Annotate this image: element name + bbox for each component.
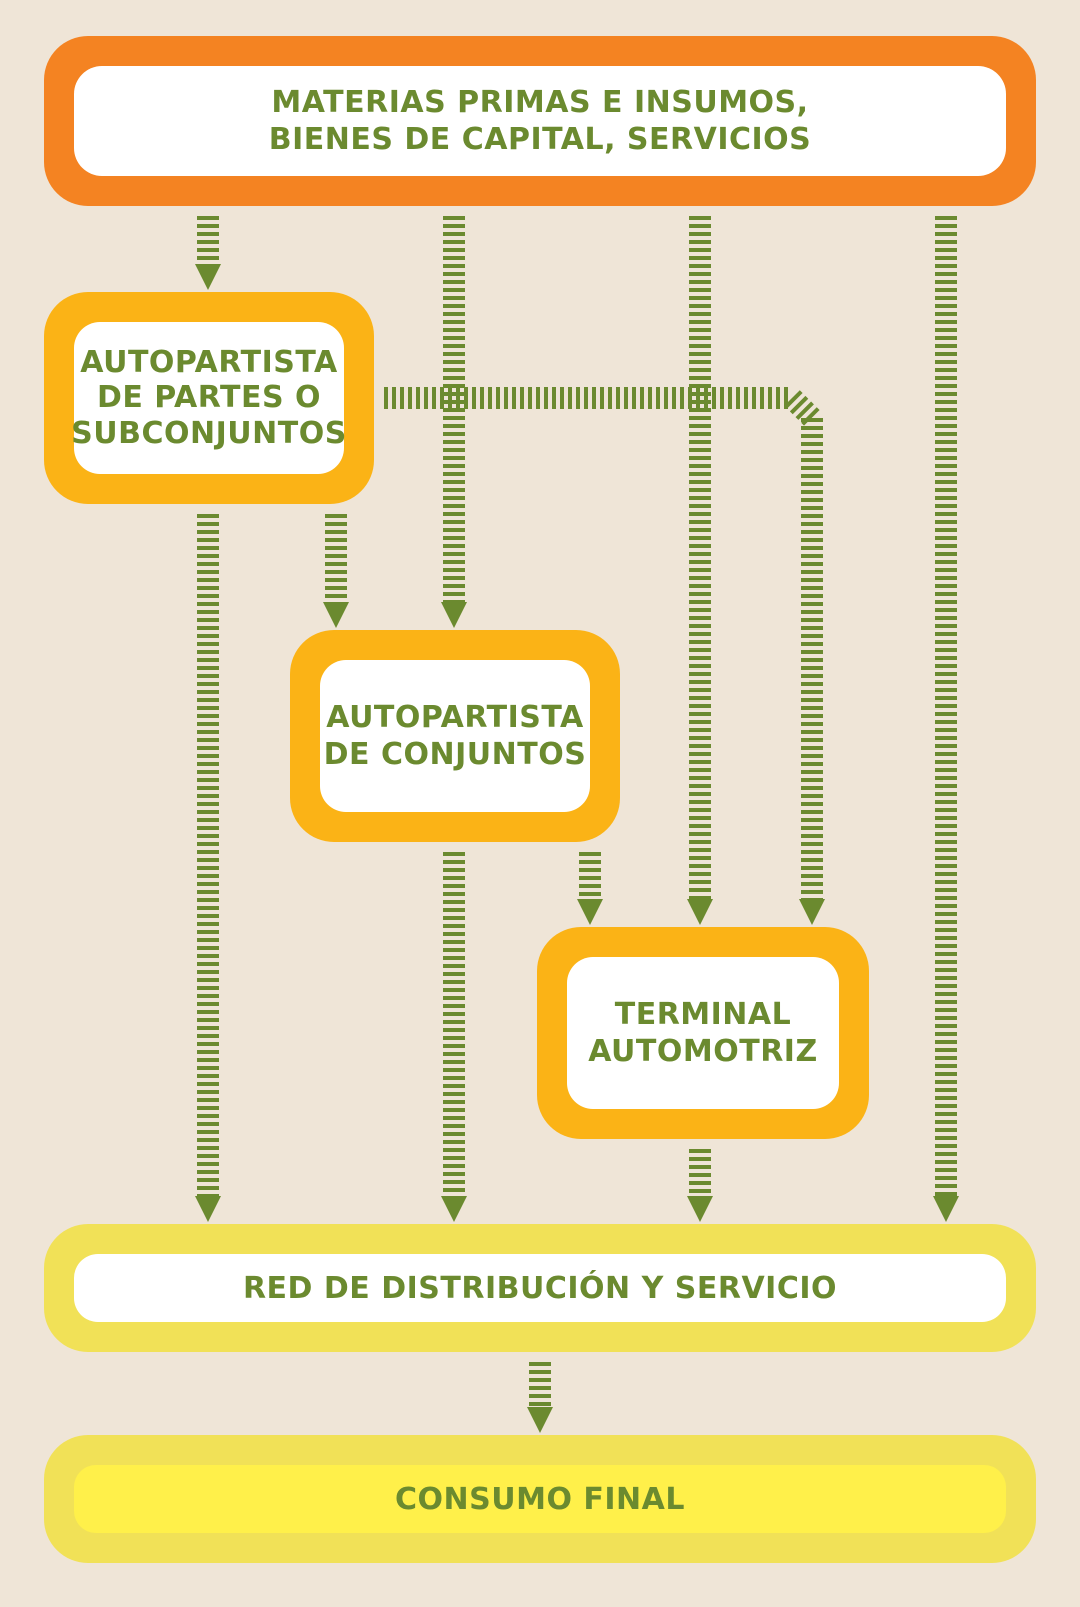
- node-autopartista-subconjuntos-line-3: SUBCONJUNTOS: [71, 415, 347, 451]
- node-materias-primas-line-2: BIENES DE CAPITAL, SERVICIOS: [268, 122, 812, 157]
- arrow-conjuntos-to-terminal: [577, 852, 603, 925]
- arrowhead-icon: [323, 602, 349, 628]
- arrowhead-icon: [195, 264, 221, 290]
- arrowhead-icon: [195, 1196, 221, 1222]
- arrowhead-icon: [527, 1407, 553, 1433]
- node-materias-primas-label: MATERIAS PRIMAS E INSUMOS, BIENES DE CAP…: [74, 66, 1006, 176]
- connector-subconjuntos-branch: [384, 387, 820, 426]
- node-materias-primas-line-1: MATERIAS PRIMAS E INSUMOS,: [271, 84, 809, 120]
- node-autopartista-subconjuntos-line-1: AUTOPARTISTA: [80, 345, 338, 381]
- arrow-subconjuntos-to-terminal: [799, 418, 825, 925]
- node-consumo-final-line-1: CONSUMO FINAL: [395, 1481, 685, 1517]
- node-consumo-final-label: CONSUMO FINAL: [74, 1465, 1006, 1533]
- arrow-conjuntos-to-red: [441, 852, 467, 1222]
- arrowhead-icon: [687, 1196, 713, 1222]
- arrowhead-icon: [441, 602, 467, 628]
- arrow-terminal-to-red: [687, 1149, 713, 1222]
- node-autopartista-conjuntos: AUTOPARTISTA DE CONJUNTOS: [290, 630, 620, 842]
- arrowhead-icon: [799, 899, 825, 925]
- arrow-materias-to-conjuntos: [441, 216, 467, 628]
- node-autopartista-subconjuntos: AUTOPARTISTA DE PARTES O SUBCONJUNTOS: [44, 292, 374, 504]
- arrowhead-icon: [577, 899, 603, 925]
- arrowhead-icon: [441, 1196, 467, 1222]
- node-red-distribucion-label: RED DE DISTRIBUCIÓN Y SERVICIO: [74, 1254, 1006, 1322]
- node-red-distribucion: RED DE DISTRIBUCIÓN Y SERVICIO: [44, 1224, 1036, 1352]
- node-autopartista-conjuntos-label: AUTOPARTISTA DE CONJUNTOS: [320, 660, 590, 812]
- node-autopartista-conjuntos-line-2: DE CONJUNTOS: [323, 737, 587, 772]
- arrow-materias-to-subconjuntos: [195, 216, 221, 290]
- node-terminal-automotriz: TERMINAL AUTOMOTRIZ: [537, 927, 869, 1139]
- node-autopartista-subconjuntos-label: AUTOPARTISTA DE PARTES O SUBCONJUNTOS: [71, 322, 347, 474]
- node-consumo-final: CONSUMO FINAL: [44, 1435, 1036, 1563]
- arrow-subconjuntos-to-conjuntos: [323, 514, 349, 628]
- arrow-red-to-consumo: [527, 1362, 553, 1433]
- node-terminal-automotriz-label: TERMINAL AUTOMOTRIZ: [567, 957, 839, 1109]
- arrowhead-icon: [933, 1196, 959, 1222]
- connector-elbow: [784, 390, 820, 426]
- node-autopartista-subconjuntos-line-2: DE PARTES O: [96, 380, 322, 416]
- node-terminal-automotriz-line-1: TERMINAL: [614, 996, 792, 1032]
- node-red-distribucion-line-1: RED DE DISTRIBUCIÓN Y SERVICIO: [242, 1270, 838, 1306]
- arrowhead-icon: [687, 899, 713, 925]
- arrow-materias-to-red: [933, 216, 959, 1222]
- node-terminal-automotriz-line-2: AUTOMOTRIZ: [588, 1034, 818, 1069]
- node-materias-primas: MATERIAS PRIMAS E INSUMOS, BIENES DE CAP…: [44, 36, 1036, 206]
- node-autopartista-conjuntos-line-1: AUTOPARTISTA: [326, 699, 584, 735]
- arrow-materias-to-terminal: [687, 216, 713, 925]
- arrow-subconjuntos-to-red: [195, 514, 221, 1222]
